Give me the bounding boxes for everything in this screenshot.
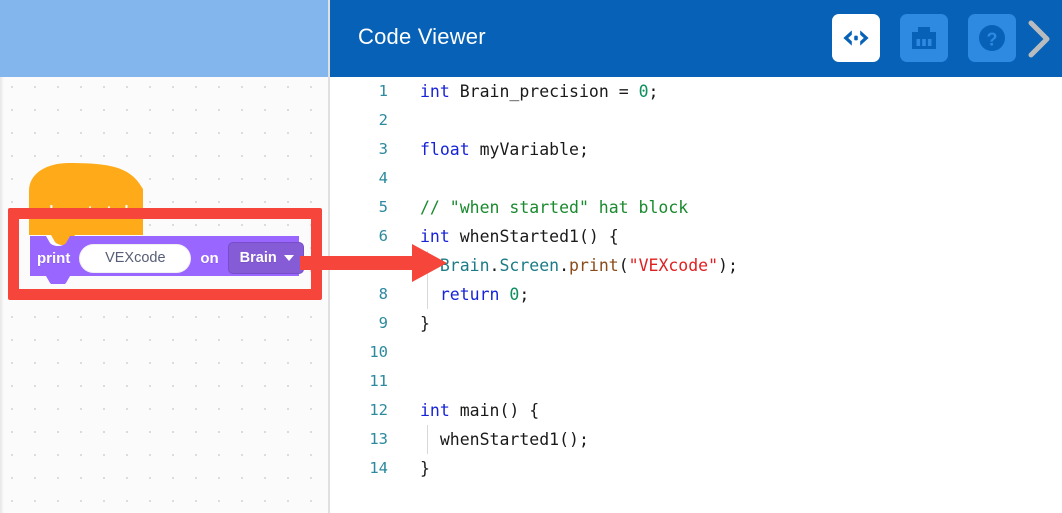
code-token (420, 256, 440, 275)
code-viewer-header: Code Viewer (330, 0, 1062, 77)
code-token: print (569, 256, 619, 275)
code-line: 9} (330, 309, 1062, 338)
indent-guide (427, 280, 428, 309)
code-line: 14} (330, 454, 1062, 483)
blocks-toolbar-bar (0, 0, 330, 77)
code-line: 2 (330, 106, 1062, 135)
code-line-content: } (420, 454, 430, 483)
code-line-content: float myVariable; (420, 135, 589, 164)
code-line: 13 whenStarted1(); (330, 425, 1062, 454)
code-line-content: return 0; (420, 280, 529, 309)
line-number: 13 (369, 430, 388, 448)
code-token (499, 285, 509, 304)
hat-block-label: when started (38, 204, 129, 220)
code-token: myVariable; (469, 140, 589, 159)
line-number: 10 (369, 343, 388, 361)
code-line-content: int main() { (420, 396, 539, 425)
code-token: // "when started" hat block (420, 198, 689, 217)
code-viewer-header-actions: ? (832, 14, 1016, 62)
chevron-right-icon (1028, 20, 1050, 58)
code-token: . (489, 256, 500, 275)
collapse-panel-button[interactable] (1020, 16, 1058, 62)
print-block-label-print: print (37, 249, 71, 267)
code-line: 6 int whenStarted1() { (330, 222, 1062, 251)
indent-guide (427, 425, 428, 454)
code-token: 0 (509, 285, 520, 304)
code-line: 11 (330, 367, 1062, 396)
print-device-dropdown-value: Brain (239, 250, 277, 266)
code-token: Brain_precision (449, 82, 619, 101)
code-token: } (420, 314, 430, 333)
line-number: 9 (378, 314, 388, 332)
code-token: ); (718, 256, 738, 275)
code-line-content: Brain.Screen.print("VEXcode"); (420, 251, 738, 280)
line-number: 11 (369, 372, 388, 390)
code-token: int (420, 82, 450, 101)
code-token: whenStarted1(); (420, 430, 589, 449)
question-mark-icon: ? (979, 25, 1005, 51)
code-line-content: // "when started" hat block (420, 193, 688, 222)
line-number: 12 (369, 401, 388, 419)
line-number: 4 (378, 169, 388, 187)
print-device-dropdown[interactable]: Brain (227, 242, 304, 274)
workspace-scrollbar-track[interactable] (316, 77, 328, 513)
code-token: ; (519, 285, 530, 304)
hat-block-shape (29, 163, 143, 245)
code-token: int (420, 227, 450, 246)
code-line: 12 int main() { (330, 396, 1062, 425)
code-view-button[interactable] (832, 14, 880, 62)
blocks-workspace-pane: when started print VEXcode on Brain (0, 0, 330, 513)
code-token: Screen (499, 256, 560, 275)
blocks-canvas[interactable] (0, 77, 330, 513)
code-token: ; (648, 82, 659, 101)
code-token: Brain (439, 256, 490, 275)
code-line: 8 return 0; (330, 280, 1062, 309)
print-block[interactable]: print VEXcode on Brain (26, 232, 304, 284)
code-token: float (420, 140, 470, 159)
line-number: 6 (378, 227, 388, 245)
code-line: 4 (330, 164, 1062, 193)
code-token: "VEXcode" (628, 256, 719, 275)
code-line-content: int whenStarted1() { (420, 222, 619, 251)
code-token: int (420, 401, 450, 420)
code-token: return (439, 285, 500, 304)
code-token: ( (618, 256, 629, 275)
vex-brain-icon (912, 27, 936, 49)
code-token: = (618, 82, 639, 101)
code-token: } (420, 459, 430, 478)
line-number: 5 (378, 198, 388, 216)
code-token: 0 (638, 82, 649, 101)
help-button[interactable]: ? (968, 14, 1016, 62)
line-number: 7 (378, 256, 388, 274)
svg-text:?: ? (987, 30, 998, 50)
code-line-content: } (420, 309, 430, 338)
line-number: 3 (378, 140, 388, 158)
code-token: main() { (449, 401, 540, 420)
code-viewer-pane: Code Viewer (330, 0, 1062, 513)
code-line-content: int Brain_precision = 0; (420, 77, 658, 106)
line-number: 8 (378, 285, 388, 303)
code-line: 10 (330, 338, 1062, 367)
print-text-input[interactable]: VEXcode (79, 243, 192, 273)
code-brackets-icon (843, 30, 869, 46)
code-editor-content[interactable]: 1 int Brain_precision = 0; 2 3 float myVaria… (330, 77, 1062, 513)
canvas-left-edge-shadow (0, 77, 4, 513)
code-line: 3 float myVariable; (330, 135, 1062, 164)
line-number: 2 (378, 111, 388, 129)
code-line: 1 int Brain_precision = 0; (330, 77, 1062, 106)
code-line: 5 // "when started" hat block (330, 193, 1062, 222)
chevron-down-icon (283, 255, 294, 261)
line-number: 1 (378, 82, 388, 100)
code-token: whenStarted1() { (449, 227, 619, 246)
brain-view-button[interactable] (900, 14, 948, 62)
code-viewer-title: Code Viewer (358, 24, 486, 49)
code-line: 7 Brain.Screen.print("VEXcode"); (330, 251, 1062, 280)
print-block-label-on: on (200, 249, 219, 267)
line-number: 14 (369, 459, 388, 477)
code-line-content: whenStarted1(); (420, 425, 589, 454)
code-token (420, 285, 440, 304)
code-token: . (559, 256, 570, 275)
